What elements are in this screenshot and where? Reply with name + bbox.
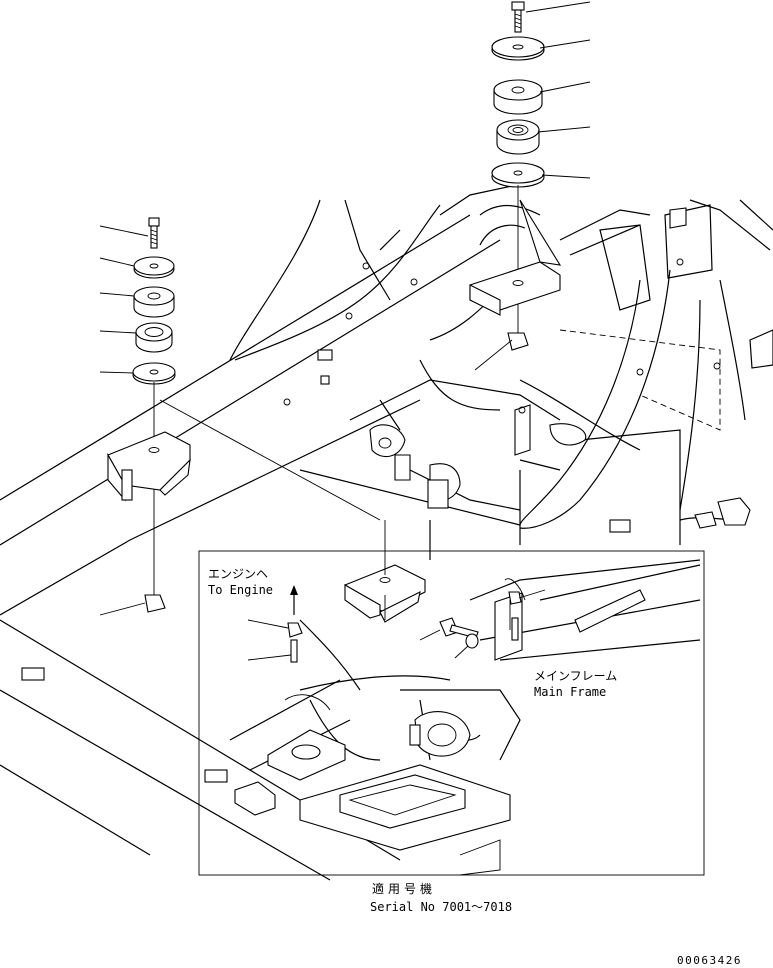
washer-icon [491,36,545,61]
rubber-mount-icon [493,79,543,115]
frame-details [21,207,751,681]
mount-stack-left [99,217,176,595]
rubber-mount-icon [135,322,173,353]
mount-stack-right [491,1,591,335]
to-engine-label-jp: エンジンヘ [208,567,268,581]
mount-bracket-left [99,399,381,616]
serial-label-jp: 適用号機 [372,881,436,896]
bolt-icon [511,1,525,33]
bolt-icon [148,217,160,249]
washer-icon [491,162,545,188]
main-frame-label-en: Main Frame [534,685,606,699]
washer-icon [132,362,176,385]
detail-labels: エンジンヘ To Engine メインフレーム Main Frame [208,567,617,699]
main-frame-label-jp: メインフレーム [534,669,617,683]
washer-icon [133,256,175,279]
mount-bracket-right [469,199,562,371]
detail-view-contents [204,520,546,876]
serial-label-en: Serial No 7001～7018 [370,900,512,914]
to-engine-label-en: To Engine [208,583,273,597]
main-frame-outline [0,179,773,881]
rubber-mount-icon [133,286,175,318]
rubber-mount-icon [496,119,540,155]
detail-view-box [198,550,705,876]
drawing-number: 00063426 [677,954,742,967]
